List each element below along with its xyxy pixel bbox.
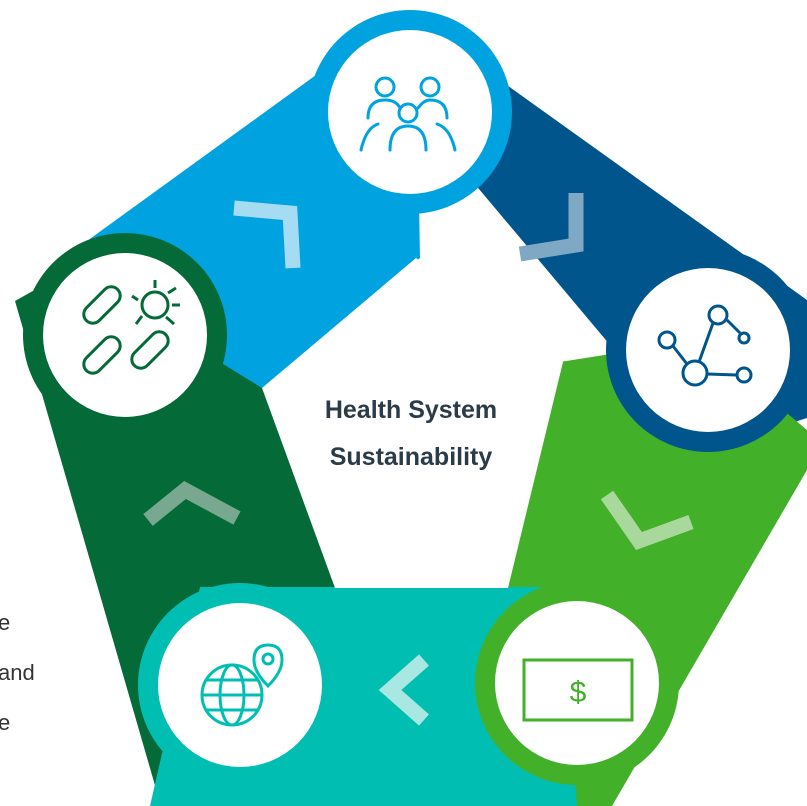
node-environment bbox=[138, 583, 342, 787]
bacteria-icon bbox=[82, 280, 180, 375]
edge-text-line-1: e bbox=[0, 610, 11, 635]
chevron-arrow-finance bbox=[600, 490, 694, 551]
node-people bbox=[308, 10, 512, 214]
center-title-line2: Sustainability bbox=[330, 443, 493, 471]
network-nodes-icon bbox=[657, 304, 753, 387]
chevron-arrow-infection bbox=[143, 481, 241, 526]
globe-location-icon bbox=[200, 643, 284, 727]
people-group-icon bbox=[359, 76, 457, 152]
edge-text-line-3: e bbox=[0, 710, 11, 735]
dollar-bill-icon: $ bbox=[522, 658, 634, 722]
svg-text:$: $ bbox=[570, 676, 587, 709]
chevron-arrow-network bbox=[518, 193, 584, 262]
center-title-line1: Health System bbox=[325, 396, 497, 424]
node-network bbox=[606, 248, 807, 452]
node-infection bbox=[23, 233, 227, 437]
chevron-arrow-environment bbox=[378, 654, 429, 726]
edge-text-line-2: and bbox=[0, 660, 35, 685]
chevron-arrow-people bbox=[233, 200, 301, 269]
center-pentagon bbox=[262, 258, 563, 588]
node-finance: $ bbox=[475, 581, 679, 785]
